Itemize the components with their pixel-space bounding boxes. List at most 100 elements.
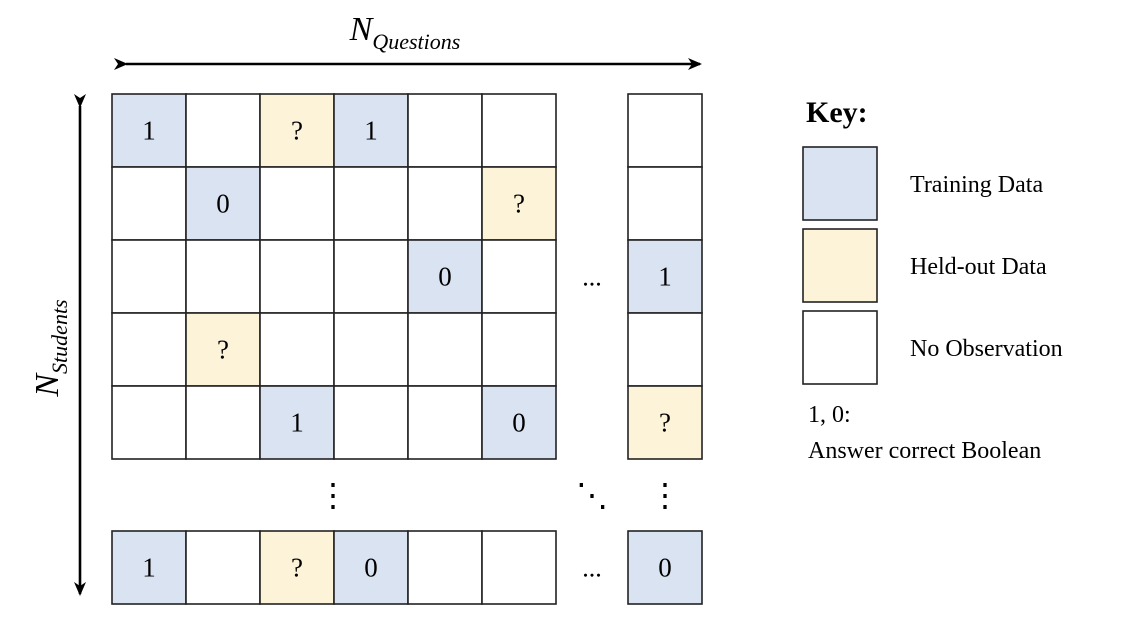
matrix-cell-r3-c5-box xyxy=(407,239,483,314)
matrix-cell-bottom-c1-value: 1 xyxy=(142,553,156,583)
matrix-cell-r3-last-value: 1 xyxy=(658,262,672,292)
matrix-cell-r2-c6: ? xyxy=(481,166,557,241)
matrix-cell-bottom-c5 xyxy=(407,530,483,605)
matrix-cell-r1-c6-box xyxy=(481,93,557,168)
matrix-cell-r1-c2 xyxy=(185,93,261,168)
matrix-cell-r5-last-box xyxy=(627,385,703,460)
matrix-cell-r5-c3-value: 1 xyxy=(290,408,304,438)
matrix-cell-r2-c2-value: 0 xyxy=(216,189,230,219)
matrix-cell-r2-c2: 0 xyxy=(185,166,261,241)
matrix-cell-r1-c1-box xyxy=(111,93,187,168)
matrix-cell-r3-c2 xyxy=(185,239,261,314)
matrix-cell-r5-c6: 0 xyxy=(481,385,557,460)
matrix-cell-bottom-c5-box xyxy=(407,530,483,605)
matrix-cell-r5-c1 xyxy=(111,385,187,460)
matrix-cell-r2-c4 xyxy=(333,166,409,241)
matrix-cell-r2-c2-box xyxy=(185,166,261,241)
matrix-cell-r5-c5-box xyxy=(407,385,483,460)
matrix-cell-r5-c6-box xyxy=(481,385,557,460)
matrix-cell-r1-c3-value: ? xyxy=(291,116,303,146)
matrix-cell-r4-c3 xyxy=(259,312,335,387)
matrix-cell-r3-c5-value: 0 xyxy=(438,262,452,292)
matrix-cell-r3-c6-box xyxy=(481,239,557,314)
matrix-cell-r5-last: ? xyxy=(627,385,703,460)
students-axis-symbol: N xyxy=(29,372,66,398)
matrix-cell-r4-c5-box xyxy=(407,312,483,387)
matrix-cell-r4-c6 xyxy=(481,312,557,387)
matrix-cell-bottom-c6-box xyxy=(481,530,557,605)
matrix-cell-r1-c1: 1 xyxy=(111,93,187,168)
matrix-cell-r1-c2-box xyxy=(185,93,261,168)
matrix-cell-bottom-c4-value: 0 xyxy=(364,553,378,583)
matrix-cell-r3-c1-box xyxy=(111,239,187,314)
matrix-cell-r1-c5-box xyxy=(407,93,483,168)
key-swatch-none xyxy=(802,310,878,385)
matrix-cell-r5-last-value: ? xyxy=(659,408,671,438)
students-axis-label: NStudents xyxy=(29,299,72,397)
matrix-cell-r4-c3-box xyxy=(259,312,335,387)
matrix-cell-r5-c6-value: 0 xyxy=(512,408,526,438)
matrix-cell-r5-c3: 1 xyxy=(259,385,335,460)
matrix-cell-bottom-c3: ? xyxy=(259,530,335,605)
matrix-cell-r4-c4 xyxy=(333,312,409,387)
matrix-cell-bottom-c4: 0 xyxy=(333,530,409,605)
matrix-cell-bottom-c2 xyxy=(185,530,261,605)
matrix-cell-r4-c4-box xyxy=(333,312,409,387)
matrix-cell-r1-c3: ? xyxy=(259,93,335,168)
diagonal-ellipsis: ⋱ xyxy=(576,477,608,513)
matrix-cell-r2-c4-box xyxy=(333,166,409,241)
matrix-cell-r3-c2-box xyxy=(185,239,261,314)
matrix-cell-r2-c1 xyxy=(111,166,187,241)
matrix-cell-r2-last xyxy=(627,166,703,241)
matrix-cell-r3-last: 1 xyxy=(627,239,703,314)
key-item-held: Held-out Data xyxy=(802,228,1047,303)
bottom-row-horizontal-ellipsis: ... xyxy=(582,554,602,583)
matrix-cell-r1-c4: 1 xyxy=(333,93,409,168)
matrix-cell-r1-c1-value: 1 xyxy=(142,116,156,146)
matrix-cell-r5-c1-box xyxy=(111,385,187,460)
matrix-cell-r5-c2 xyxy=(185,385,261,460)
questions-axis: NQuestions xyxy=(114,11,702,70)
matrix-cell-r2-last-box xyxy=(627,166,703,241)
matrix-cell-r4-last-box xyxy=(627,312,703,387)
matrix-cell-r4-c6-box xyxy=(481,312,557,387)
questions-axis-symbol: N xyxy=(349,11,375,48)
key-item-none: No Observation xyxy=(802,310,1063,385)
last-column-vertical-ellipsis: ⋮ xyxy=(649,477,681,513)
matrix-cell-bottom-last-box xyxy=(627,530,703,605)
matrix-cell-r3-c1 xyxy=(111,239,187,314)
matrix-cell-r1-c5 xyxy=(407,93,483,168)
matrix-cell-r4-c2: ? xyxy=(185,312,261,387)
key-label-none: No Observation xyxy=(910,336,1063,362)
column-vertical-ellipsis: ⋮ xyxy=(317,477,349,513)
matrix-ellipses: ......⋮⋮⋱ xyxy=(317,263,681,583)
questions-axis-label: NQuestions xyxy=(349,11,461,54)
matrix-cell-bottom-c1: 1 xyxy=(111,530,187,605)
key-label-train: Training Data xyxy=(910,172,1043,198)
key-swatch-train xyxy=(802,146,878,221)
matrix-cell-r2-c6-box xyxy=(481,166,557,241)
matrix-cell-r4-last xyxy=(627,312,703,387)
matrix-cell-r5-c2-box xyxy=(185,385,261,460)
matrix-cell-r5-c4 xyxy=(333,385,409,460)
matrix-cell-r3-c3-box xyxy=(259,239,335,314)
matrix-cell-r5-c4-box xyxy=(333,385,409,460)
matrix-cell-r4-c1-box xyxy=(111,312,187,387)
matrix-cell-r1-c4-box xyxy=(333,93,409,168)
matrix-cell-r4-c5 xyxy=(407,312,483,387)
matrix-cell-r2-c5 xyxy=(407,166,483,241)
matrix-cell-r3-c4 xyxy=(333,239,409,314)
matrix-cell-bottom-last: 0 xyxy=(627,530,703,605)
matrix-cell-r1-last xyxy=(627,93,703,168)
key-swatch-held xyxy=(802,228,878,303)
matrix-cell-r2-c3-box xyxy=(259,166,335,241)
students-axis-subscript: Students xyxy=(47,299,72,374)
matrix-cell-r3-c3 xyxy=(259,239,335,314)
key-item-train: Training Data xyxy=(802,146,1043,221)
matrix-cell-r4-c2-value: ? xyxy=(217,335,229,365)
matrix-cell-r1-c4-value: 1 xyxy=(364,116,378,146)
students-axis: NStudents xyxy=(29,94,86,596)
matrix-cell-r4-c1 xyxy=(111,312,187,387)
matrix-cell-bottom-c6 xyxy=(481,530,557,605)
